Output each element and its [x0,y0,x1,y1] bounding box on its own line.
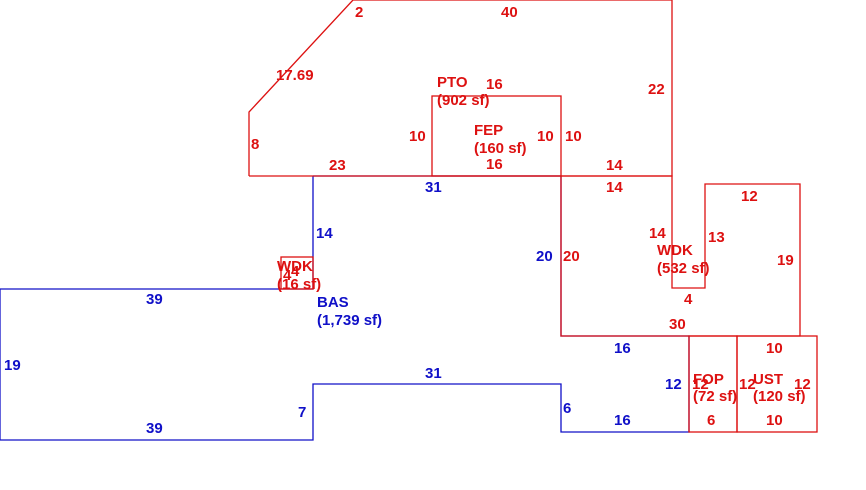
wdk-large-outline [560,175,801,337]
fop-label-area: (72 sf) [693,388,737,405]
wdk-large-perimeter [560,175,801,337]
bas-dim-notch-top: 31 [425,365,442,382]
ust-label-name: UST [753,371,783,388]
wdk-small-dim-side: 4 [283,267,292,284]
fep-dim-bottom: 16 [486,156,503,173]
fep-label-name: FEP [474,122,503,139]
wdk-large-dim-inner-bottom: 4 [684,291,693,308]
bas-dim-left-upper: 14 [316,225,333,242]
ust-dim-top: 10 [766,340,783,357]
ust-rect [736,335,818,433]
fep-dim-top: 16 [486,76,503,93]
fep-label-area: (160 sf) [474,140,527,157]
bas-dim-right-upper: 20 [536,248,553,265]
bas-dim-notch-vertical: 7 [298,404,306,421]
wdk-small-label-name: WDK [277,258,313,275]
pto-dim-right: 22 [648,81,665,98]
wdk-large-dim-top-left: 14 [606,179,623,196]
fep-dim-right-inner: 10 [537,128,554,145]
pto-dim-diagonal: 17.69 [276,67,314,84]
ust-dim-right: 12 [794,376,811,393]
bas-label-name: BAS [317,294,349,311]
wdk-large-dim-left: 20 [563,248,580,265]
bas-dim-right-lower: 12 [665,376,682,393]
pto-label-area: (902 sf) [437,92,490,109]
wdk-small-label-area: (16 sf) [277,276,321,293]
pto-dim-top: 40 [501,4,518,21]
ust-dim-bottom: 10 [766,412,783,429]
bas-label-area: (1,739 sf) [317,312,382,329]
wdk-large-label-area: (532 sf) [657,260,710,277]
pto-dim-bottom-right: 14 [606,157,623,174]
fep-rect [431,95,562,177]
pto-label-name: PTO [437,74,468,91]
fop-label-name: FOP [693,371,724,388]
wdk-large-dim-inner-left: 14 [649,225,666,242]
ust-outline [736,335,818,433]
bas-dim-notch-right: 6 [563,400,571,417]
fep-outline [431,95,562,177]
fep-dim-right-outer: 10 [565,128,582,145]
bas-dim-top-right: 31 [425,179,442,196]
bas-dim-top-lower-right: 16 [614,340,631,357]
fop-dim-bottom: 6 [707,412,715,429]
fep-dim-left: 10 [409,128,426,145]
wdk-large-dim-inner-right: 13 [708,229,725,246]
wdk-large-label-name: WDK [657,242,693,259]
bas-dim-top-left: 39 [146,291,163,308]
bas-dim-bottom-right: 16 [614,412,631,429]
bas-dim-left: 19 [4,357,21,374]
wdk-small-rect [280,256,314,290]
ust-label-area: (120 sf) [753,388,806,405]
wdk-small-dim-top: 4 [291,263,300,280]
pto-dim-left: 8 [251,136,259,153]
wdk-small-outline [280,256,314,290]
pto-dim-bottom-left: 23 [329,157,346,174]
pto-dim-top-corner: 2 [355,4,363,21]
wdk-large-dim-bottom: 30 [669,316,686,333]
wdk-large-dim-top-right: 12 [741,188,758,205]
wdk-large-dim-right: 19 [777,252,794,269]
bas-dim-bottom-left: 39 [146,420,163,437]
fop-dim-right: 12 [739,376,756,393]
fop-dim-left: 12 [692,376,709,393]
